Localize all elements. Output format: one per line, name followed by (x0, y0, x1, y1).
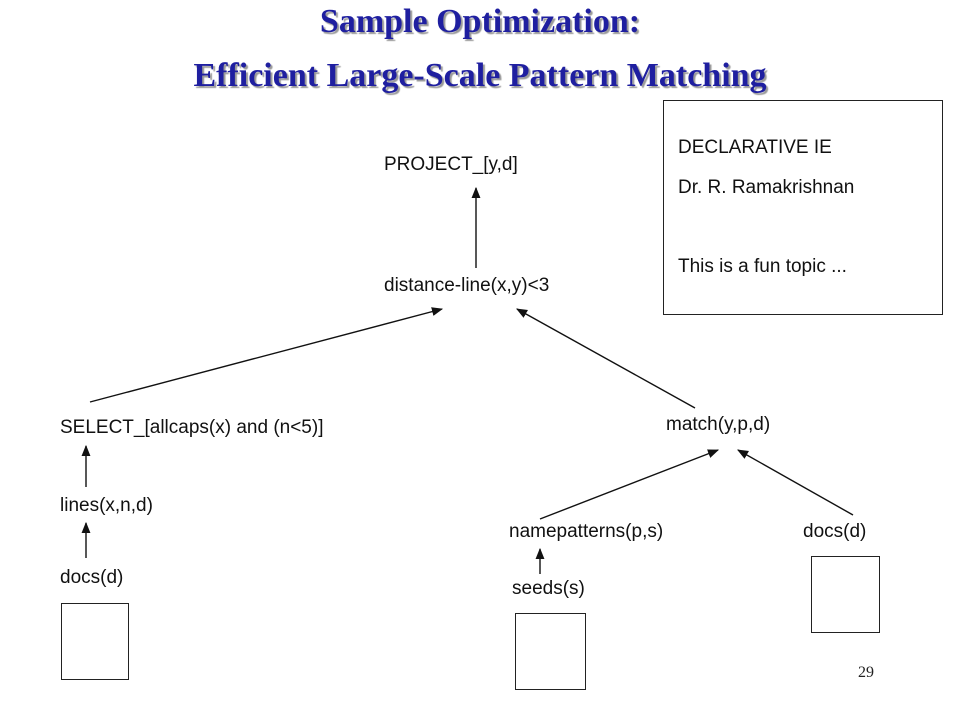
note-line-1: DECLARATIVE IE (678, 137, 832, 158)
node-docs-left: docs(d) (60, 567, 124, 588)
node-namepatterns: namepatterns(p,s) (509, 521, 664, 542)
edge-docs-to-match (737, 449, 854, 516)
seeds-table-box (515, 613, 586, 690)
note-line-3: This is a fun topic ... (678, 256, 847, 277)
node-match: match(y,p,d) (666, 414, 771, 435)
edge-namepatterns-to-match (539, 449, 720, 520)
note-box: DECLARATIVE IE Dr. R. Ramakrishnan This … (663, 100, 943, 315)
docs-right-table-box (811, 556, 880, 633)
node-docs-right: docs(d) (803, 521, 867, 542)
page-number: 29 (858, 664, 874, 681)
node-seeds: seeds(s) (512, 578, 585, 599)
slide-title-line-2: Efficient Large-Scale Pattern Matching (193, 57, 767, 94)
node-lines: lines(x,n,d) (60, 495, 153, 516)
node-project: PROJECT_[y,d] (384, 154, 518, 175)
slide-title-line-1: Sample Optimization: (319, 3, 641, 40)
node-distance-line: distance-line(x,y)<3 (384, 275, 550, 296)
note-line-2: Dr. R. Ramakrishnan (678, 177, 855, 198)
docs-left-table-box (61, 603, 129, 680)
node-select: SELECT_[allcaps(x) and (n<5)] (60, 417, 324, 438)
edge-match-to-distance (516, 308, 696, 409)
edge-select-to-distance (89, 307, 444, 403)
